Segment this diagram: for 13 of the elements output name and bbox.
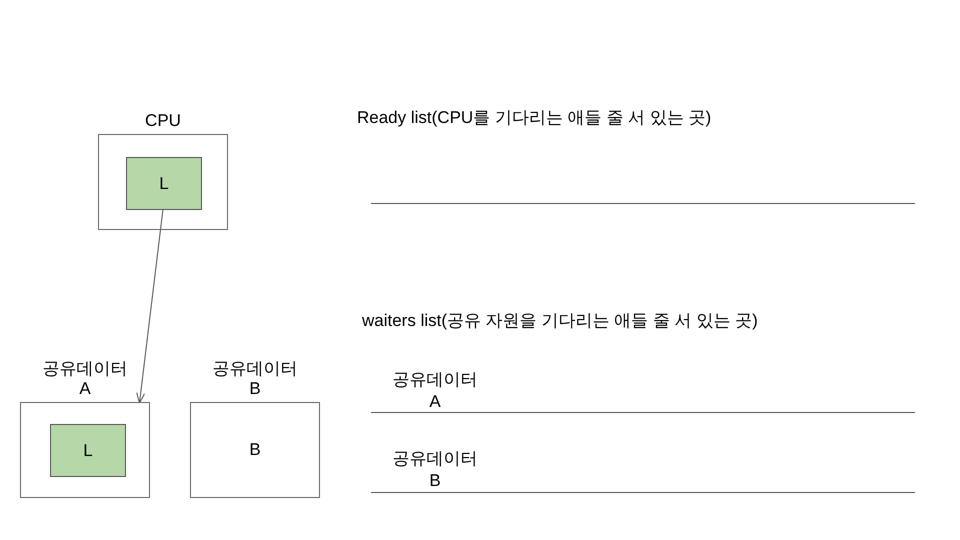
box-heading: CPU xyxy=(144,111,182,131)
box-label: B xyxy=(249,440,261,460)
list-title: waiters list(공유 자원을 기다리는 애들 줄 서 있는 곳) xyxy=(362,310,758,332)
box-label: L xyxy=(159,174,169,194)
box-heading: 공유데이터 A xyxy=(42,359,128,399)
lock-box xyxy=(126,157,202,210)
box-label: L xyxy=(83,440,93,460)
arrow xyxy=(136,208,164,404)
lock-box xyxy=(50,424,126,477)
list-title: Ready list(CPU를 기다리는 애들 줄 서 있는 곳) xyxy=(357,107,712,129)
queue-entry: 공유데이터 B xyxy=(392,448,478,492)
box-heading: 공유데이터 B xyxy=(212,359,298,399)
queue-entry: 공유데이터 A xyxy=(392,369,478,413)
